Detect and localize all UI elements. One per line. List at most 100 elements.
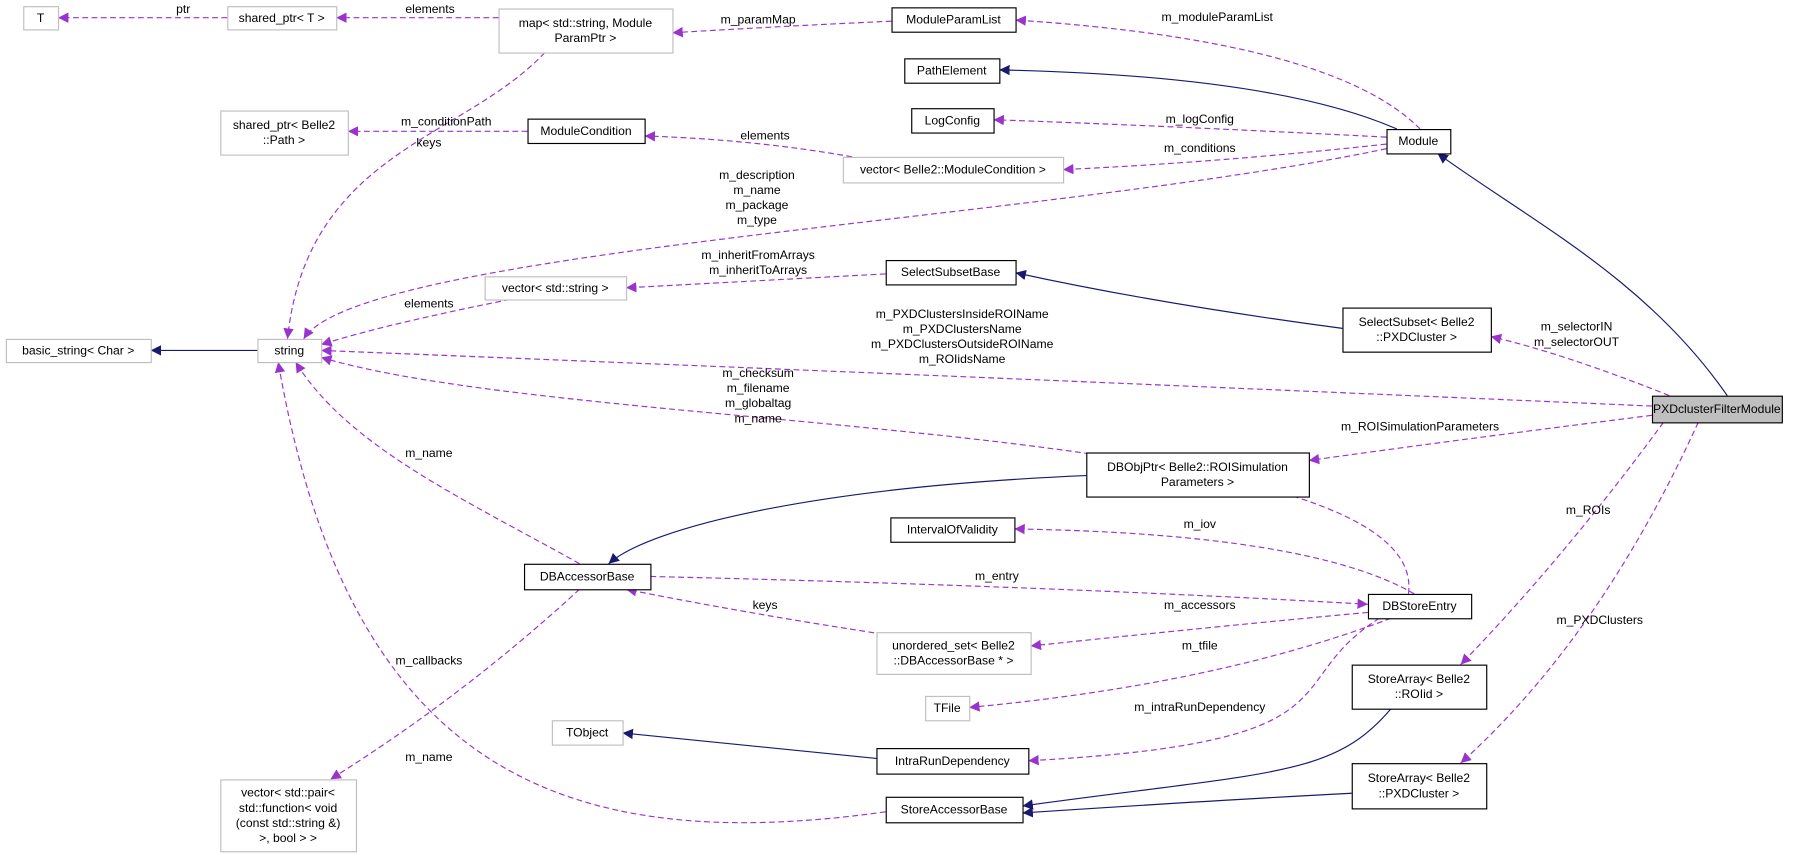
class-node-ModuleCondition[interactable]: ModuleCondition <box>527 118 646 145</box>
usage-edge-PXD-to-DBObjPtr <box>1308 414 1652 465</box>
node-label: ParamPtr > <box>555 31 617 45</box>
inheritance-edge-SA_PXD-to-StoreAccessorBase <box>1022 792 1352 818</box>
node-box <box>498 8 674 54</box>
usage-edge-Module-to-vecMC <box>1062 143 1387 175</box>
edge-line <box>969 617 1392 712</box>
edge-label-line: m_iov <box>1184 517 1217 531</box>
class-node-TObject[interactable]: TObject <box>551 720 624 746</box>
edge-label-line: m_description <box>719 168 795 182</box>
class-node-T[interactable]: T <box>23 6 60 31</box>
class-node-uset[interactable]: unordered_set< Belle2::DBAccessorBase * … <box>876 632 1032 675</box>
edge-label-line: m_tfile <box>1182 638 1218 652</box>
class-node-basic_string[interactable]: basic_string< Char > <box>5 338 152 364</box>
class-node-PXD[interactable]: PXDclusterFilterModule <box>1651 395 1783 424</box>
class-node-DBAccessorBase[interactable]: DBAccessorBase <box>523 563 652 591</box>
class-node-ModuleParamList[interactable]: ModuleParamList <box>891 7 1017 33</box>
node-box <box>876 632 1032 675</box>
node-label: T <box>37 11 45 25</box>
edge-line <box>625 273 886 293</box>
edge-label-line: m_name <box>734 411 782 425</box>
usage-edge-DBStoreEntry-to-IOV <box>1014 523 1415 595</box>
usage-edge-vecString-to-string <box>320 298 511 347</box>
edge-label-line: m_PXDClustersInsideROIName <box>876 307 1049 321</box>
class-node-sharedPath[interactable]: shared_ptr< Belle2::Path > <box>220 110 349 156</box>
edge-line <box>993 114 1387 138</box>
node-box <box>257 338 323 364</box>
edge-label-StoreAccessorBase-to-string: m_name <box>405 750 453 764</box>
inheritance-edge-PXD-to-Module <box>1437 152 1728 396</box>
node-box <box>1367 593 1473 620</box>
class-node-SelectSubset[interactable]: SelectSubset< Belle2::PXDCluster > <box>1342 307 1492 353</box>
node-label: DBStoreEntry <box>1382 599 1457 613</box>
node-label: IntervalOfValidity <box>907 523 999 537</box>
node-box <box>1086 452 1310 498</box>
class-node-SA_PXD[interactable]: StoreArray< Belle2::PXDCluster > <box>1351 763 1488 810</box>
edge-label-line: m_filename <box>727 381 790 395</box>
usage-edge-DBAccessorBase-to-string <box>295 361 580 565</box>
node-label: shared_ptr< T > <box>239 11 325 25</box>
edge-label-line: keys <box>416 135 441 149</box>
class-node-PathElement[interactable]: PathElement <box>904 58 1001 84</box>
class-node-DBObjPtr[interactable]: DBObjPtr< Belle2::ROISimulationParameter… <box>1086 452 1310 498</box>
node-box <box>1342 307 1492 353</box>
node-box <box>220 110 349 156</box>
usage-edge-DBStoreEntry-to-uset <box>1030 611 1368 651</box>
class-node-vecMC[interactable]: vector< Belle2::ModuleCondition > <box>842 156 1065 184</box>
class-node-StoreAccessorBase[interactable]: StoreAccessorBase <box>885 796 1024 824</box>
node-label: SelectSubset< Belle2 <box>1359 315 1475 329</box>
class-node-SA_ROIid[interactable]: StoreArray< Belle2::ROIid > <box>1351 664 1488 710</box>
class-node-sharedT[interactable]: shared_ptr< T > <box>227 6 338 31</box>
usage-edge-uset-to-DBAccessorBase <box>625 586 893 637</box>
edge-line <box>1022 708 1392 810</box>
edge-line <box>1460 421 1664 665</box>
edge-label-PXD-to-SA_PXD: m_PXDClusters <box>1557 613 1643 627</box>
edge-label-vecMC-to-ModuleCondition: elements <box>740 128 789 142</box>
node-box <box>842 156 1065 184</box>
edge-label-line: m_PXDClustersName <box>903 322 1022 336</box>
class-node-vecPair[interactable]: vector< std::pair<std::function< void(co… <box>220 779 358 853</box>
node-box <box>876 748 1030 775</box>
class-node-DBStoreEntry[interactable]: DBStoreEntry <box>1367 593 1473 620</box>
usage-edge-DBStoreEntry-to-TFile <box>969 617 1392 712</box>
node-box <box>885 796 1024 824</box>
node-label: ::PXDCluster > <box>1379 786 1460 800</box>
class-node-vecString[interactable]: vector< std::string > <box>484 276 628 301</box>
usage-edge-DBStoreEntry-to-IntraRun <box>1028 617 1380 766</box>
edge-label-line: elements <box>740 128 789 142</box>
node-label: Module <box>1398 134 1438 148</box>
node-box <box>227 6 338 31</box>
edge-label-line: elements <box>404 297 453 311</box>
usage-edge-StoreAccessorBase-to-string <box>274 361 886 824</box>
node-label: PathElement <box>917 64 987 78</box>
edge-label-line: m_entry <box>975 569 1020 583</box>
edge-label-vecString-to-string: elements <box>404 297 453 311</box>
edge-line <box>1030 611 1368 651</box>
edge-label-line: ptr <box>176 2 190 16</box>
class-node-Module[interactable]: Module <box>1386 128 1452 155</box>
edge-label-map-to-sharedT: elements <box>405 2 454 16</box>
class-node-SelectSubsetBase[interactable]: SelectSubsetBase <box>885 259 1017 286</box>
class-node-IOV[interactable]: IntervalOfValidity <box>890 517 1016 543</box>
node-label: ::DBAccessorBase * > <box>894 654 1014 668</box>
node-label: StoreArray< Belle2 <box>1368 771 1471 785</box>
edge-label-DBStoreEntry-to-uset: m_accessors <box>1164 598 1236 612</box>
node-box <box>925 695 971 722</box>
class-node-IntraRun[interactable]: IntraRunDependency <box>876 748 1030 775</box>
class-node-string[interactable]: string <box>257 338 323 364</box>
inheritance-edge-SA_ROIid-to-StoreAccessorBase <box>1022 708 1392 810</box>
node-label: string <box>274 343 304 357</box>
usage-edge-DBAccessorBase-to-vecPair <box>330 588 581 780</box>
node-box <box>1386 128 1452 155</box>
node-box <box>1351 664 1488 710</box>
class-node-LogConfig[interactable]: LogConfig <box>911 108 995 134</box>
node-label: DBObjPtr< Belle2::ROISimulation <box>1107 460 1288 474</box>
edge-line <box>1028 617 1380 766</box>
edge-label-sharedT-to-T: ptr <box>176 2 190 16</box>
edge-label-line: m_PXDClustersOutsideROIName <box>871 337 1054 351</box>
class-node-TFile[interactable]: TFile <box>925 695 971 722</box>
edge-label-line: m_accessors <box>1164 598 1236 612</box>
